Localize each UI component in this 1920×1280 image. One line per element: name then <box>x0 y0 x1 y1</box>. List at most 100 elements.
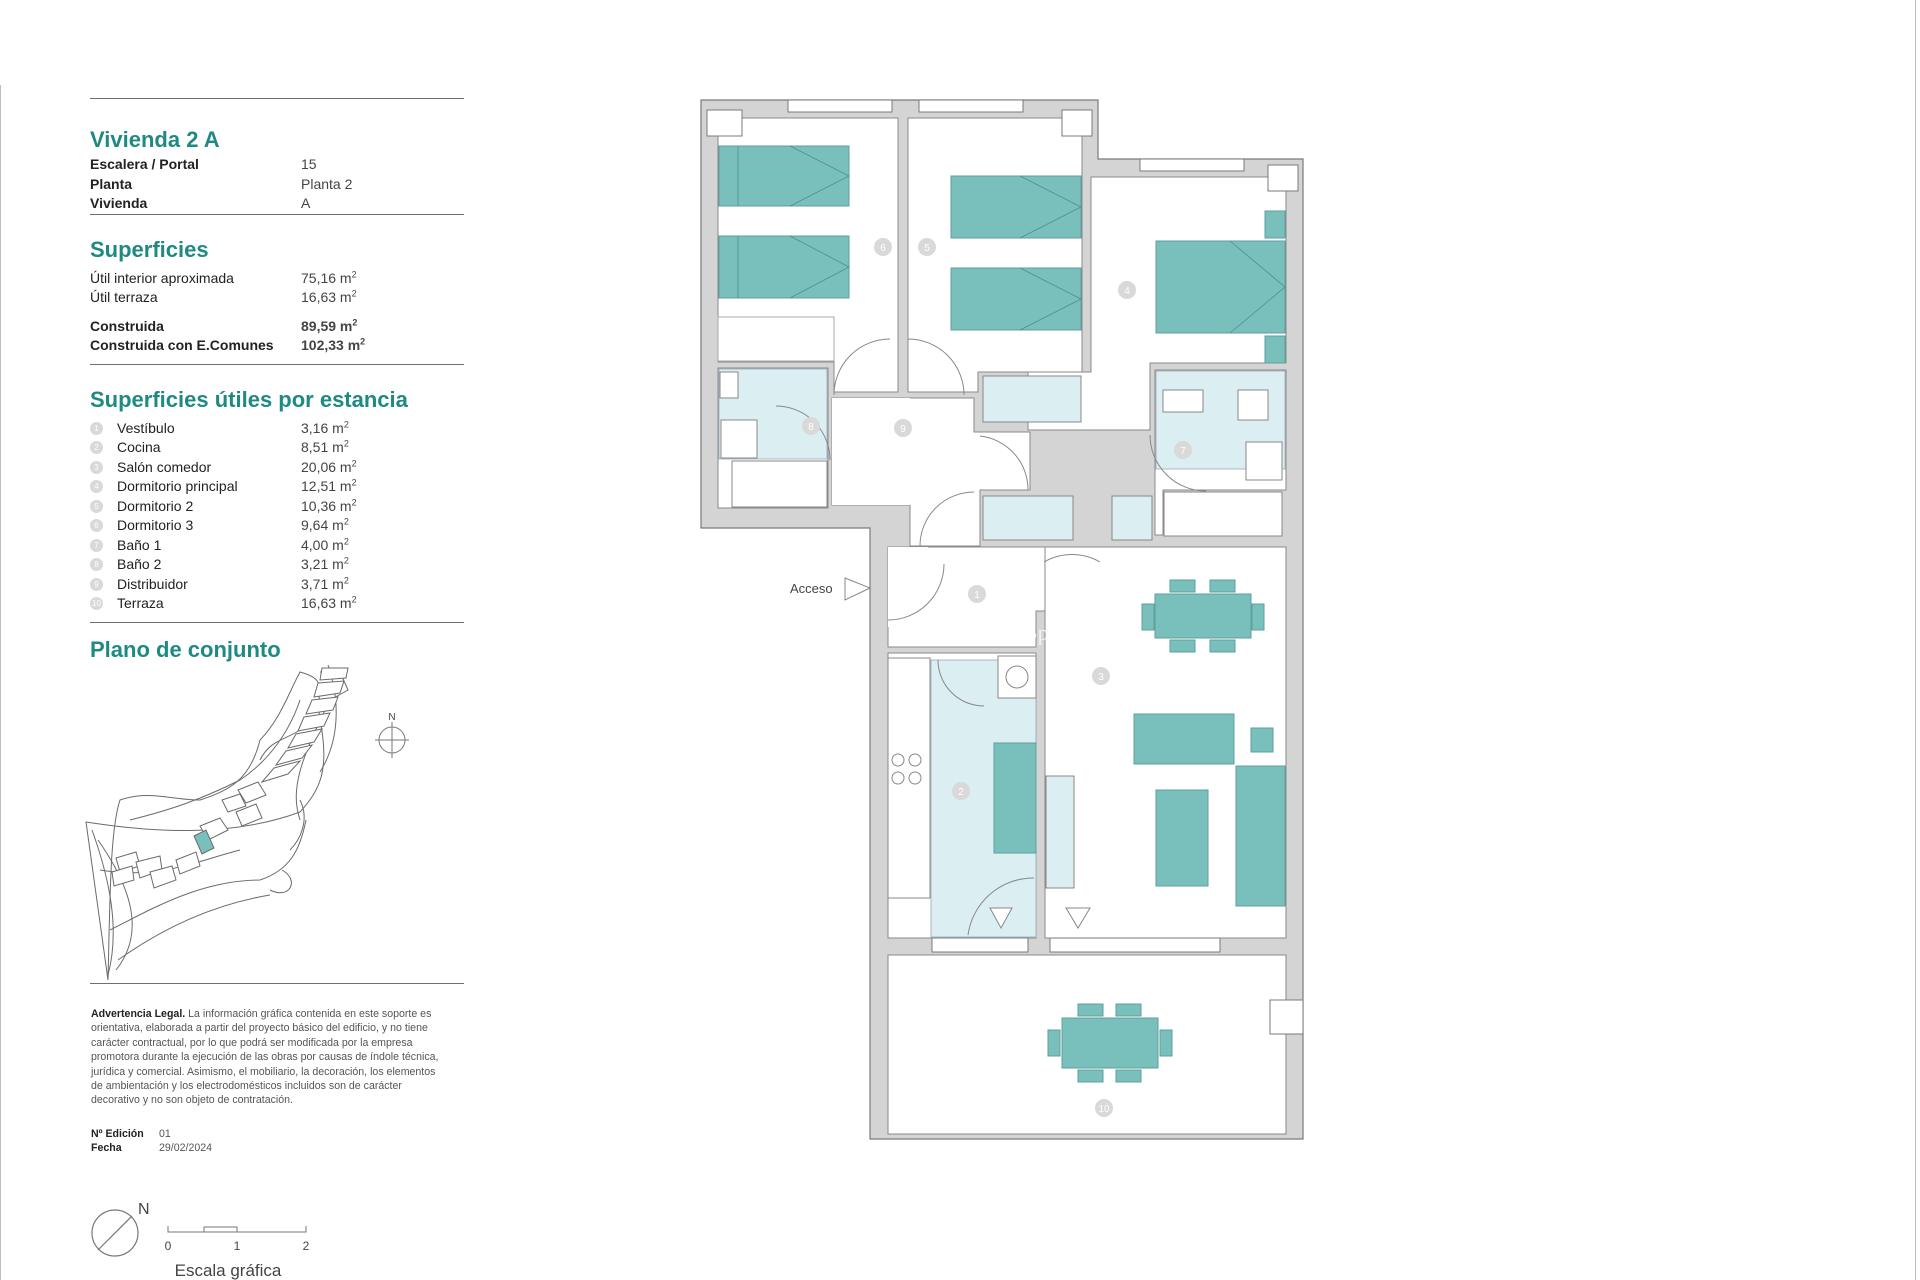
coffee-table <box>1155 789 1209 887</box>
edition-value: 29/02/2024 <box>159 1142 213 1154</box>
unit-sup: 2 <box>351 594 357 605</box>
surface-row: Útil terraza 16,63 m2 <box>90 288 464 308</box>
nightstand <box>1264 210 1286 239</box>
surface-row: Construida con E.Comunes 102,33 m2 <box>90 336 464 356</box>
edition-value: 01 <box>159 1128 171 1140</box>
scale-tick: 1 <box>234 1239 241 1253</box>
window <box>931 937 1029 953</box>
compass-icon: N <box>91 1201 150 1257</box>
site-north-icon: N <box>375 712 409 758</box>
unit-sup: 2 <box>343 555 349 566</box>
room-number-badge: 8 <box>90 558 103 572</box>
bed-sheet-lines <box>737 145 1286 334</box>
nightstand <box>1264 335 1286 364</box>
page-border-right <box>1915 0 1916 1280</box>
unit-sup: 2 <box>343 574 349 585</box>
window <box>787 99 893 113</box>
site-plan-title: Plano de conjunto <box>90 636 281 662</box>
window <box>1049 937 1221 953</box>
field-value: 15 <box>301 156 317 172</box>
chair <box>1159 1029 1173 1057</box>
tv-unit <box>1045 775 1075 889</box>
room-number-badge: 4 <box>90 480 103 494</box>
room-number-badge: 5 <box>90 499 103 513</box>
room-area-value: 3,16 m <box>301 419 344 436</box>
room-area-value: 9,64 m <box>301 517 344 533</box>
room-area-value: 8,51 m <box>301 439 344 455</box>
room-5 <box>907 117 1083 393</box>
corridor <box>832 398 910 505</box>
room-number: 4 <box>1124 286 1130 297</box>
window <box>918 99 1024 113</box>
access-label: Acceso <box>790 581 833 596</box>
legal-heading: Advertencia Legal. <box>91 1008 186 1020</box>
entry-arrow-icon <box>844 577 872 601</box>
edition-label: Nº Edición <box>91 1128 144 1140</box>
unit-sup: 2 <box>352 316 358 327</box>
room-area-value: 10,36 m <box>301 497 352 514</box>
room-area-value: 4,00 m <box>301 536 344 553</box>
wardrobe <box>982 375 1082 423</box>
surface-value: 75,16 m <box>301 269 352 286</box>
terrace-table <box>1061 1017 1159 1069</box>
chair <box>1209 639 1236 653</box>
divider <box>90 98 464 99</box>
room-number: 10 <box>1098 1104 1110 1115</box>
wardrobe <box>1111 495 1153 541</box>
room-name: Distribuidor <box>117 575 188 592</box>
watermark: Global Spain <box>960 620 1076 645</box>
rooms-title: Superficies útiles por estancia <box>90 386 408 412</box>
entry-arrow-icon <box>1065 907 1091 929</box>
bidet-icon <box>1237 389 1269 421</box>
room-number: 8 <box>808 422 814 433</box>
washer-drum <box>1005 665 1029 689</box>
unit-sup: 2 <box>343 516 349 527</box>
wardrobe <box>982 495 1074 541</box>
bed <box>718 145 850 207</box>
scale-tick: 0 <box>165 1239 172 1253</box>
room-area-label: 8 Baño 2 <box>90 555 301 575</box>
chair <box>1169 639 1196 653</box>
room-area-value: 12,51 m <box>301 478 352 494</box>
room-number-badge: 7 <box>90 538 103 552</box>
room-number-badge: 3 <box>90 460 103 474</box>
room-name: Dormitorio 3 <box>117 517 194 533</box>
entry-arrow-icon <box>989 907 1013 930</box>
room-area-value: 16,63 m <box>301 595 352 611</box>
room-name: Baño 2 <box>117 556 162 572</box>
entry-markers <box>844 577 1091 930</box>
room-number: 9 <box>900 424 906 435</box>
unit-sup: 2 <box>360 336 366 347</box>
chair <box>1047 1029 1061 1057</box>
room-number-markers: 1 2 3 4 5 6 7 8 9 10 <box>802 238 1192 1117</box>
surface-label: Útil terraza <box>90 289 158 305</box>
hob-burner <box>891 771 905 785</box>
field-row: Escalera / Portal 15 <box>90 155 464 175</box>
sofa <box>1133 713 1235 765</box>
unit-sup: 2 <box>343 438 349 449</box>
field-label: Escalera / Portal <box>90 156 199 172</box>
surface-label: Construida <box>90 317 164 334</box>
room-number-badge: 1 <box>90 421 103 435</box>
legal-notice: Advertencia Legal. La información gráfic… <box>91 1007 441 1108</box>
chair <box>1077 1003 1104 1017</box>
field-value: A <box>301 195 311 211</box>
unit-sup: 2 <box>351 496 357 507</box>
surface-value: 16,63 m <box>301 289 352 305</box>
bed <box>718 235 850 299</box>
terrace-furniture <box>1047 1003 1173 1083</box>
dining-table <box>1154 593 1252 639</box>
surface-label: Útil interior aproximada <box>90 269 234 286</box>
field-label: Planta <box>90 175 133 192</box>
unit-sup: 2 <box>351 268 357 279</box>
divider <box>90 621 464 623</box>
kitchen-table <box>993 742 1037 854</box>
